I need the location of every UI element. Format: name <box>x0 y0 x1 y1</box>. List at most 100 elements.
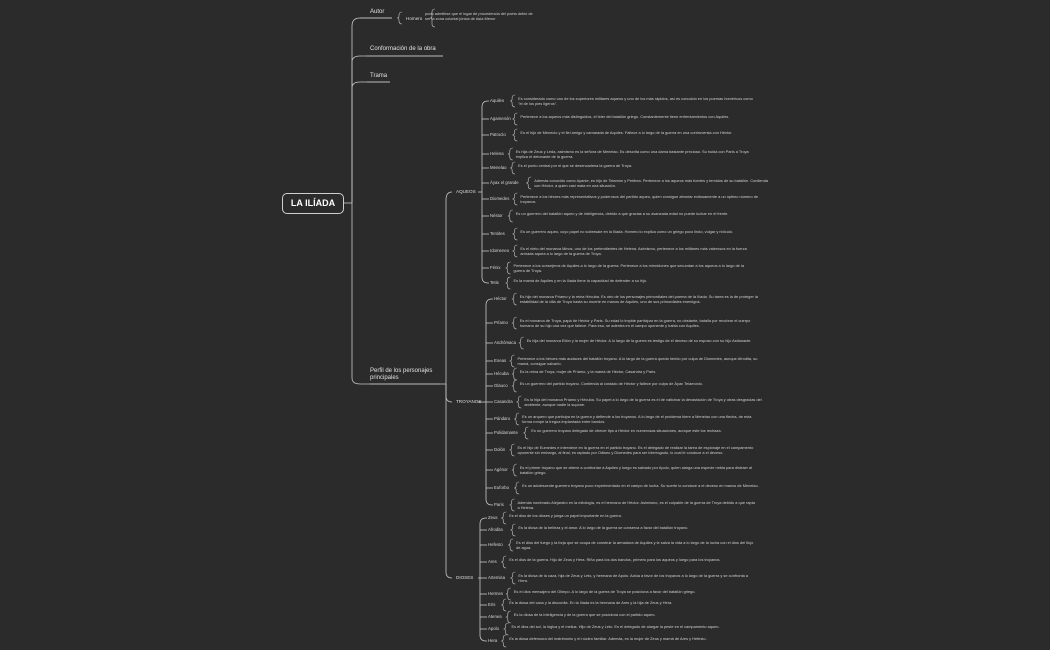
character-hera[interactable]: Hera <box>488 638 498 643</box>
character-description: Es el hijo de Eumedes e interviene en la… <box>517 445 754 455</box>
connector <box>396 11 403 25</box>
section-conformacion[interactable]: Conformación de la obra <box>370 46 436 52</box>
character-tersites[interactable]: Tersites <box>490 231 505 236</box>
group-dioses[interactable]: DIOSES <box>456 575 474 580</box>
connector <box>481 100 489 108</box>
character-description: Es la diosa de la caza, hija de Zeus y L… <box>518 573 749 583</box>
connector <box>518 336 524 350</box>
character-andrómaca[interactable]: Andrómaca <box>494 340 516 345</box>
character-description: Es hija de Zeus y Leda, asimismo es la s… <box>515 149 749 159</box>
connector <box>512 128 518 142</box>
connector <box>429 8 436 28</box>
character-patroclo[interactable]: Patroclo <box>490 132 506 137</box>
connector <box>516 395 522 409</box>
character-polidamante[interactable]: Polidamante <box>494 430 518 435</box>
character-afrodita[interactable]: Afrodita <box>488 527 503 532</box>
connector <box>445 191 453 384</box>
character-pándaro[interactable]: Pándaro <box>494 416 511 421</box>
connector <box>510 161 516 175</box>
character-hefesto[interactable]: Hefesto <box>488 542 503 547</box>
connector <box>485 298 493 306</box>
character-description: Pertenece a los consejeros de Aquiles a … <box>513 263 745 273</box>
character-paris[interactable]: Paris <box>494 502 504 507</box>
character-príamo[interactable]: Príamo <box>494 320 508 325</box>
character-néstor[interactable]: Néstor <box>490 213 503 218</box>
character-description: Es el dios del sol, la lógica y el meliu… <box>511 624 720 629</box>
character-description: Es el dios de los dioses y juega un pape… <box>509 513 622 518</box>
connector <box>512 192 518 206</box>
connector <box>511 379 517 393</box>
connector <box>505 261 511 275</box>
connector <box>511 292 517 306</box>
character-aquiles[interactable]: Aquiles <box>490 98 505 103</box>
character-dolón[interactable]: Dolón <box>494 447 506 452</box>
character-helena[interactable]: Helena <box>490 151 504 156</box>
character-agénor[interactable]: Agénor <box>494 467 508 472</box>
character-héctor[interactable]: Héctor <box>494 296 507 301</box>
character-description: Es un arquero que participa en la guerra… <box>522 414 752 424</box>
character-idomeneo[interactable]: Idomeneo <box>490 248 510 253</box>
character-description: Es un guerrero del batallón aqueo y de i… <box>515 211 729 216</box>
character-description: Es el hijo de Menecio y el fiel amigo y … <box>520 130 733 135</box>
connector <box>526 176 532 190</box>
connector <box>351 203 440 385</box>
connector <box>505 610 511 624</box>
character-eneas[interactable]: Eneas <box>494 358 507 363</box>
section-perfil[interactable]: Perfil de los personajes principales <box>370 368 433 381</box>
character-description: Además nombrado Alejandro en la mitologí… <box>517 500 755 510</box>
character-eris[interactable]: Eris <box>488 602 496 607</box>
character-glauco[interactable]: Glauco <box>494 383 508 388</box>
autor-description: podo admitirse que el lugar de procedenc… <box>425 11 533 21</box>
character-description: Es la diosa de la inteligencia y de la g… <box>513 612 656 617</box>
connector <box>481 276 489 284</box>
connector <box>501 634 507 648</box>
connector <box>445 384 453 579</box>
character-description: Pertenece a los aqueos más distinguidos,… <box>520 114 730 119</box>
character-description: Es la diosa del caos y la discordia. En … <box>509 600 673 605</box>
autor-homero[interactable]: Homero <box>406 16 423 21</box>
character-ares[interactable]: Ares <box>488 559 497 564</box>
character-zeus[interactable]: Zeus <box>488 515 498 520</box>
character-casandra[interactable]: Casandra <box>494 399 513 404</box>
character-hermes[interactable]: Hermes <box>488 591 504 596</box>
root-topic[interactable]: LA ILÍADA <box>282 193 344 214</box>
character-description: Es hija del monarca Etión y la mujer de … <box>526 338 752 343</box>
character-atenea[interactable]: Atenea <box>488 614 502 619</box>
character-description: Es un guerrero aqueo, cuyo papel no sobr… <box>520 229 733 234</box>
character-agamenón[interactable]: Agamenón <box>490 116 511 121</box>
group-aqueos[interactable]: AQUEOS <box>456 189 476 194</box>
character-description: Es la hija del monarca Príamo y Hécuba. … <box>524 397 762 407</box>
connector <box>501 511 507 525</box>
connector <box>512 227 518 241</box>
connector <box>510 523 516 537</box>
character-description: Es un guerrero troyano delegado de ofrec… <box>531 428 722 433</box>
character-apolo[interactable]: Apolo <box>488 626 499 631</box>
character-áyax-el-grande[interactable]: Áyax el grande <box>490 180 519 185</box>
connector <box>509 354 515 368</box>
character-description: Pertenece a los héroes más audaces del b… <box>517 356 758 366</box>
section-trama[interactable]: Trama <box>370 73 388 79</box>
connector <box>514 481 520 495</box>
character-euforbo[interactable]: Euforbo <box>494 485 510 490</box>
character-description: Es la diosa de la belleza y el amor. A l… <box>518 525 689 530</box>
connector <box>351 55 443 203</box>
group-troyanos[interactable]: TROYANOS <box>456 399 482 404</box>
character-fénix[interactable]: Fénix <box>490 265 501 270</box>
connector <box>503 622 509 636</box>
connector <box>509 443 515 457</box>
character-diomedes[interactable]: Diomedes <box>490 196 510 201</box>
connector <box>510 94 516 108</box>
character-menelao[interactable]: Menelao <box>490 165 507 170</box>
character-tetis[interactable]: Tetis <box>490 280 499 285</box>
character-description: Es la reina de Troya, mujer de Príamo, y… <box>519 369 657 374</box>
connector <box>501 555 507 569</box>
connector <box>505 276 511 290</box>
connector <box>445 384 453 403</box>
connector <box>523 426 529 440</box>
connector <box>510 571 516 585</box>
section-autor[interactable]: Autor <box>370 9 385 15</box>
character-hécuba[interactable]: Hécuba <box>494 371 509 376</box>
connector <box>505 587 511 601</box>
character-artemisa[interactable]: Artemisa <box>488 575 505 580</box>
